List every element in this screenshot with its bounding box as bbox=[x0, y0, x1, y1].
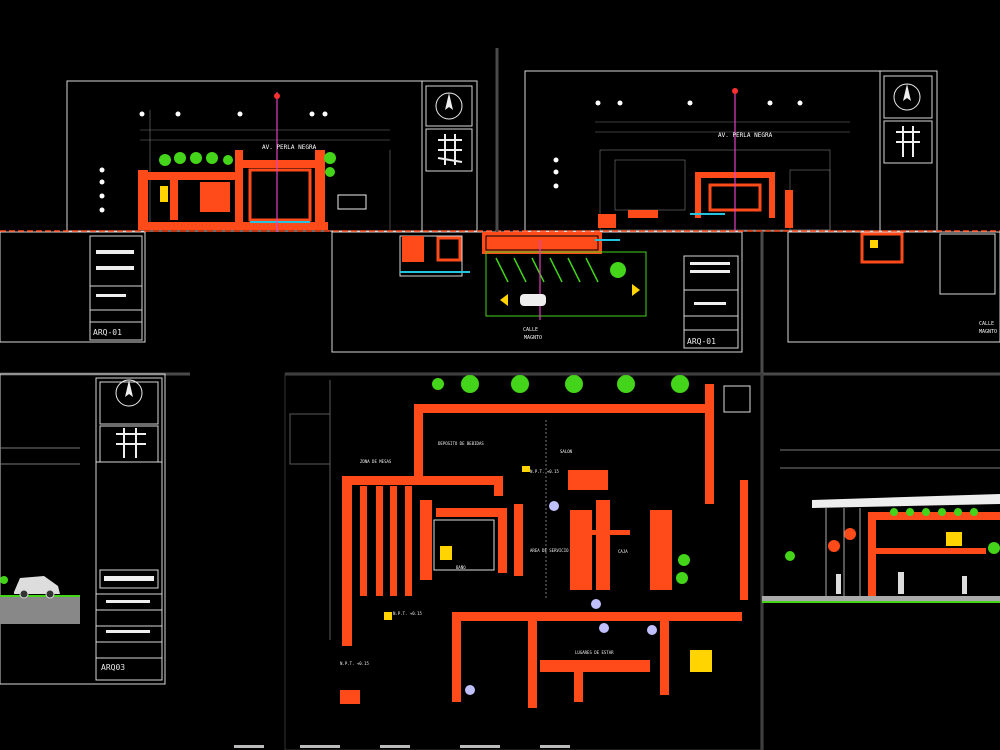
street-label-top-b: AV. PERLA NEGRA bbox=[718, 132, 773, 139]
plan-b-grid-markers bbox=[553, 100, 803, 189]
location-map-icon bbox=[437, 134, 463, 165]
street-label-right-b: MAGNTO bbox=[979, 329, 998, 335]
center-floor-plan bbox=[284, 373, 763, 750]
location-map-icon bbox=[896, 126, 920, 157]
sheet-a-north-box bbox=[425, 85, 473, 127]
plan-a-gridlines bbox=[140, 110, 391, 230]
room-label: DEPOSITO DE BEBIDAS bbox=[438, 441, 484, 446]
parking-plan bbox=[399, 232, 647, 320]
room-label: BAÑO bbox=[456, 565, 466, 570]
room-label: N.P.T. +0.15 bbox=[393, 611, 422, 616]
sheet-a-code: ARQ-01 bbox=[93, 328, 122, 337]
right-strip-plan bbox=[860, 232, 996, 295]
street-label-bottom-b: MAGNTO bbox=[524, 335, 543, 341]
street-label-top-a: AV. PERLA NEGRA bbox=[262, 144, 317, 151]
plan-a-accents bbox=[160, 92, 367, 232]
strip-title-lines bbox=[90, 285, 738, 331]
north-arrow-icon bbox=[893, 83, 921, 111]
room-label: N.P.T. +0.15 bbox=[530, 469, 559, 474]
person-icon bbox=[465, 501, 657, 695]
room-label: ZONA DE MESAS bbox=[360, 459, 392, 464]
room-label: AREA DE SERVICIO bbox=[530, 548, 569, 553]
room-label: LUGARES DE ESTAR bbox=[575, 650, 614, 655]
sheet-b-code: ARQ-01 bbox=[687, 337, 716, 346]
person-icon bbox=[836, 572, 967, 594]
sheet-c-title-fills bbox=[104, 576, 154, 633]
plan-b-gridlines bbox=[595, 121, 850, 231]
room-label: CAJA bbox=[618, 549, 628, 554]
plan-a-plants bbox=[159, 152, 336, 177]
car-icon bbox=[14, 576, 60, 599]
room-label: N.P.T. +0.15 bbox=[340, 661, 369, 666]
street-label-right-a: CALLE bbox=[979, 321, 995, 327]
strip-title-blocks bbox=[96, 250, 730, 305]
north-arrow-icon bbox=[115, 379, 143, 407]
palm-tree-icon bbox=[432, 375, 689, 393]
sheet-a-location-box bbox=[425, 128, 473, 172]
plan-a-grid-markers bbox=[99, 111, 328, 213]
plan-b-accents bbox=[690, 88, 738, 232]
elevation-left bbox=[0, 447, 80, 624]
room-label: SALON bbox=[560, 449, 573, 454]
street-label-bottom-a: CALLE bbox=[523, 327, 539, 333]
plan-a-walls bbox=[138, 150, 328, 230]
north-arrow-icon bbox=[435, 92, 463, 120]
sheet-c bbox=[0, 373, 166, 685]
location-map-icon bbox=[116, 428, 146, 458]
bottom-dashes bbox=[234, 745, 570, 748]
elevation-right bbox=[762, 449, 1000, 603]
sheet-c-code: ARQ03 bbox=[101, 663, 126, 672]
